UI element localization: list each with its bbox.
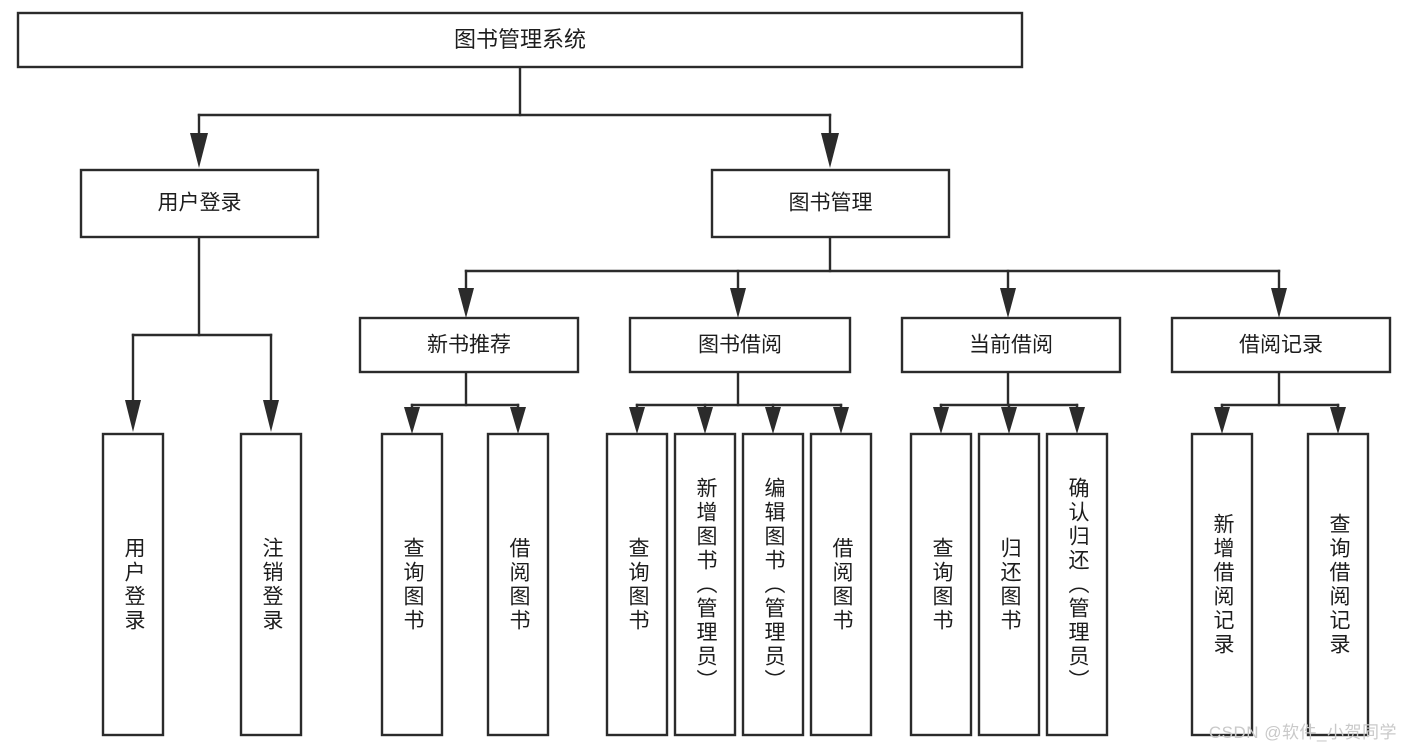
arrow-head-borrowrecord-leaf-1 <box>1330 407 1346 434</box>
node-current-borrow-box[interactable] <box>900 316 1122 374</box>
arrow-head-newbook-leaf-1 <box>510 407 526 434</box>
node-borrow-record[interactable]: 借阅记录 <box>1170 316 1392 374</box>
csdn-watermark: CSDN @软件_小贺同学 <box>1208 723 1397 742</box>
node-book-borrow-box[interactable] <box>628 316 852 374</box>
arrow-head-bookborrow-leaf-3 <box>833 407 849 434</box>
arrow-head-userlogin-leaf-0 <box>125 400 141 432</box>
node-new-book-recommend-label: 新书推荐 <box>427 334 511 357</box>
node-book-manage[interactable]: 图书管理 <box>710 168 951 239</box>
node-borrow-record-label: 借阅记录 <box>1239 334 1323 357</box>
node-book-manage-label: 图书管理 <box>789 192 873 215</box>
arrow-head-userlogin-leaf-1 <box>263 400 279 432</box>
arrow-head-borrowrecord-leaf-0 <box>1214 407 1230 434</box>
leaf-box-new-book-0[interactable] <box>380 432 444 737</box>
arrow-head-level3-1 <box>730 288 746 318</box>
arrow-head-bookborrow-leaf-0 <box>629 407 645 434</box>
leaf-box-user-login-1[interactable] <box>239 432 303 737</box>
leaf-box-current-borrow-2[interactable] <box>1045 432 1109 737</box>
arrow-head-newbook-leaf-0 <box>404 407 420 434</box>
leaf-box-book-borrow-3[interactable] <box>809 432 873 737</box>
leaf-box-borrow-record-0[interactable] <box>1190 432 1254 737</box>
connectors-group <box>125 65 1346 434</box>
node-new-book-recommend-box[interactable] <box>358 316 580 374</box>
leaf-box-new-book-1[interactable] <box>486 432 550 737</box>
leaf-box-current-borrow-1[interactable] <box>977 432 1041 737</box>
arrow-head-level3-0 <box>458 288 474 318</box>
leaf-box-borrow-record-1[interactable] <box>1306 432 1370 737</box>
leaf-box-current-borrow-0[interactable] <box>909 432 973 737</box>
node-book-borrow-label: 图书借阅 <box>698 334 782 357</box>
node-user-login-box[interactable] <box>79 168 320 239</box>
leaf-box-user-login-0[interactable] <box>101 432 165 737</box>
node-new-book-recommend[interactable]: 新书推荐 <box>358 316 580 374</box>
leaf-box-book-borrow-2[interactable] <box>741 432 805 737</box>
node-current-borrow-label: 当前借阅 <box>969 334 1053 357</box>
arrow-head-currentborrow-leaf-1 <box>1001 407 1017 434</box>
node-borrow-record-box[interactable] <box>1170 316 1392 374</box>
node-root-system-box[interactable] <box>16 11 1024 69</box>
node-book-manage-box[interactable] <box>710 168 951 239</box>
arrow-head-user-login <box>190 133 208 168</box>
arrow-head-bookborrow-leaf-2 <box>765 407 781 434</box>
arrow-head-currentborrow-leaf-0 <box>933 407 949 434</box>
node-user-login-label: 用户登录 <box>158 192 242 215</box>
leaf-box-book-borrow-1[interactable] <box>673 432 737 737</box>
node-root-system[interactable]: 图书管理系统 <box>16 11 1024 69</box>
node-user-login[interactable]: 用户登录 <box>79 168 320 239</box>
leaf-boxes-group <box>101 432 1370 737</box>
arrow-head-book-manage <box>821 133 839 168</box>
arrow-head-level3-3 <box>1271 288 1287 318</box>
node-current-borrow[interactable]: 当前借阅 <box>900 316 1122 374</box>
arrow-head-currentborrow-leaf-2 <box>1069 407 1085 434</box>
leaf-box-book-borrow-0[interactable] <box>605 432 669 737</box>
arrow-head-level3-2 <box>1000 288 1016 318</box>
arrow-head-bookborrow-leaf-1 <box>697 407 713 434</box>
node-root-system-label: 图书管理系统 <box>454 27 586 52</box>
node-book-borrow[interactable]: 图书借阅 <box>628 316 852 374</box>
